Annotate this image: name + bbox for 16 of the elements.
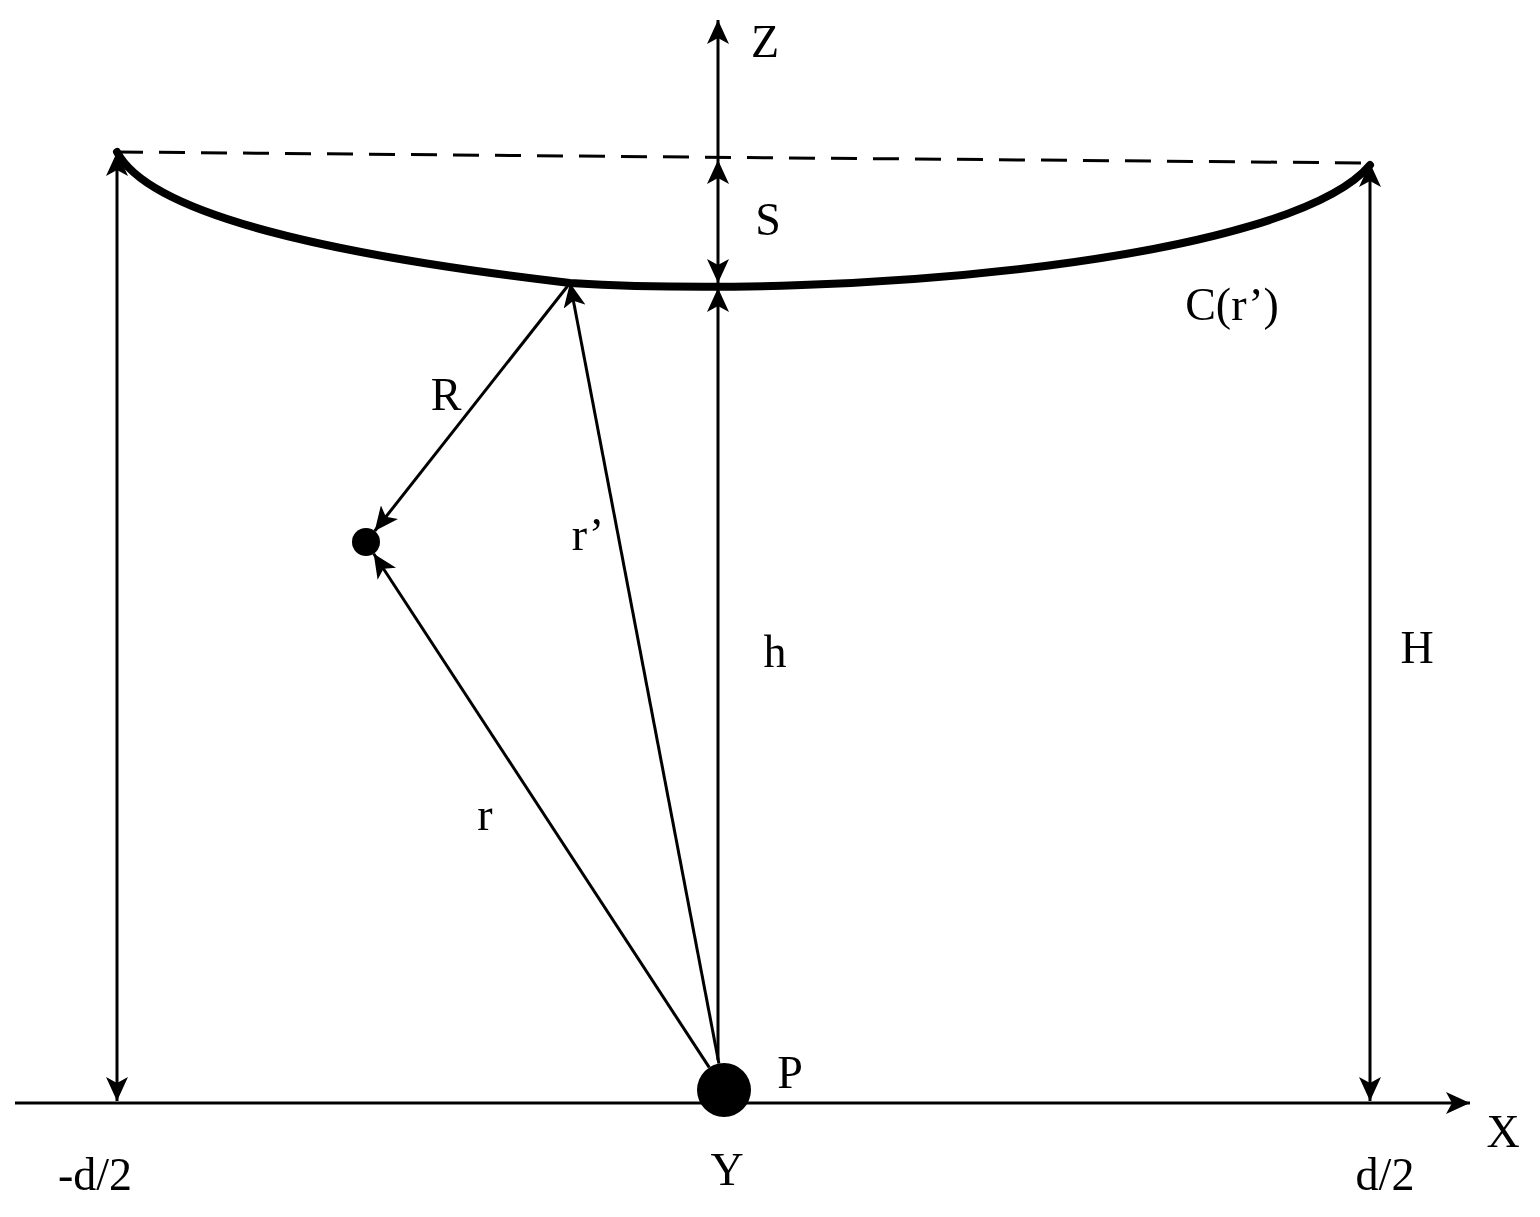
edge-label: r’ [571, 512, 605, 558]
axis-label: d/2 [1355, 1152, 1415, 1198]
axis-label: S [755, 197, 781, 243]
axis-label: Z [750, 19, 780, 65]
curve-label: C(r’) [1185, 282, 1279, 328]
axis-label: Y [710, 1147, 744, 1193]
point-label: P [777, 1050, 803, 1096]
axis-label: H [1400, 625, 1434, 671]
edge-label: r [477, 792, 493, 838]
axis-label: X [1486, 1109, 1520, 1155]
axis-label: -d/2 [57, 1152, 133, 1198]
arrow [372, 552, 711, 1069]
axis-label: h [763, 629, 787, 675]
point-dot [352, 528, 380, 556]
point-dot [697, 1063, 751, 1117]
edge-label: R [430, 372, 462, 418]
